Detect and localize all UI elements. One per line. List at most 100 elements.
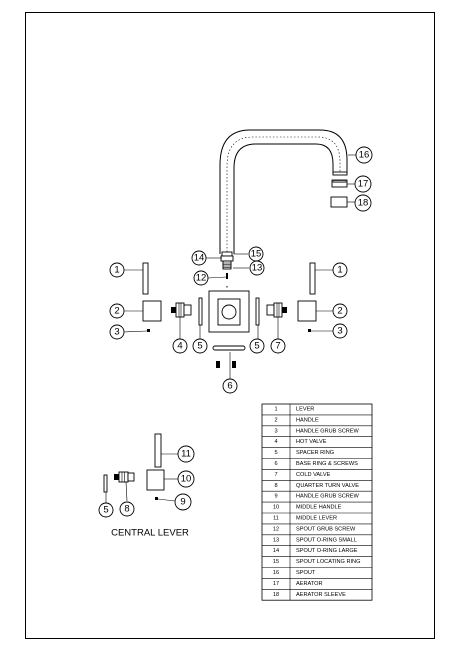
handle-right-part	[297, 300, 317, 322]
quarter-turn-valve-part	[114, 471, 135, 483]
callout-14: 14	[191, 250, 207, 266]
callout-9: 9	[174, 493, 192, 511]
legend-part-number: 5	[274, 450, 277, 456]
callout-17: 17	[354, 175, 372, 193]
callout-18: 18	[354, 194, 372, 212]
callout-13: 13	[249, 260, 265, 276]
hot-valve-part	[171, 302, 192, 318]
spacer-ring-right-part	[255, 297, 260, 326]
legend-part-number: 2	[274, 417, 277, 423]
legend-part-number: 11	[273, 515, 279, 521]
callout-2-right: 2	[332, 303, 348, 319]
legend-part-number: 6	[274, 461, 277, 467]
handle-grub-screw-part	[155, 497, 158, 500]
callout-5-right: 5	[249, 338, 265, 354]
legend-part-name: LEVER	[296, 406, 314, 412]
spout-part	[219, 129, 348, 288]
mixer-body-part	[208, 290, 250, 333]
legend-part-name: MIDDLE HANDLE	[296, 505, 342, 511]
legend-part-number: 17	[273, 581, 279, 587]
svg-text:4: 4	[177, 341, 182, 352]
callout-2-left: 2	[109, 303, 125, 319]
legend-part-name: SPOUT O-RING LARGE	[296, 548, 358, 554]
lever-right-part	[309, 262, 316, 295]
callout-16: 16	[355, 146, 373, 164]
callout-group: 1 2 3 4 5 6 5 7 2 3 1 14 15 13 12 16 17 …	[98, 146, 373, 518]
callout-5-left: 5	[192, 338, 208, 354]
svg-text:3: 3	[114, 327, 119, 338]
svg-text:3: 3	[337, 326, 342, 337]
grub-screw-right-part	[308, 329, 311, 332]
middle-lever-part	[154, 433, 162, 468]
svg-text:7: 7	[275, 341, 280, 352]
legend-part-number: 13	[273, 537, 279, 543]
svg-text:12: 12	[196, 273, 207, 284]
base-ring-part	[212, 345, 246, 368]
lever-left-part	[142, 262, 149, 295]
svg-text:11: 11	[181, 449, 191, 460]
legend-part-number: 7	[274, 472, 277, 478]
callout-6: 6	[222, 378, 238, 394]
legend-part-name: AERATOR SLEEVE	[296, 592, 346, 598]
spacer-ring-left-part	[198, 297, 203, 326]
legend-part-name: HANDLE	[296, 417, 319, 423]
legend-part-name: QUARTER TURN VALVE	[296, 483, 359, 489]
callout-12: 12	[193, 270, 209, 286]
central-lever-caption: CENTRAL LEVER	[111, 528, 189, 539]
svg-text:9: 9	[180, 497, 185, 508]
svg-text:1: 1	[114, 265, 119, 276]
svg-text:5: 5	[254, 341, 259, 352]
aerator-part	[331, 179, 348, 188]
callout-10: 10	[177, 470, 195, 488]
legend-part-number: 8	[274, 483, 277, 489]
callout-7: 7	[270, 338, 286, 354]
legend-part-name: COLD VALVE	[296, 472, 331, 478]
legend-part-name: HANDLE GRUB SCREW	[296, 428, 360, 434]
legend-part-name: AERATOR	[296, 581, 323, 587]
legend-part-name: SPACER RING	[296, 450, 334, 456]
svg-text:13: 13	[252, 263, 263, 274]
svg-text:17: 17	[358, 179, 369, 190]
legend-part-name: BASE RING & SCREWS	[296, 461, 358, 467]
legend-part-name: SPOUT GRUB SCREW	[296, 526, 356, 532]
callout-4: 4	[172, 338, 188, 354]
svg-text:6: 6	[227, 381, 232, 392]
callout-15: 15	[248, 246, 264, 262]
legend-part-name: SPOUT O-RING SMALL	[296, 537, 357, 543]
svg-text:18: 18	[358, 198, 369, 209]
callout-1-left: 1	[109, 262, 125, 278]
legend-part-number: 14	[273, 548, 279, 554]
legend-part-number: 18	[273, 592, 279, 598]
legend-part-name: SPOUT	[296, 570, 316, 576]
drawing-border	[25, 12, 435, 639]
legend-part-number: 9	[274, 494, 277, 500]
legend-part-name: HANDLE GRUB SCREW	[296, 494, 360, 500]
callout-5-central: 5	[98, 502, 114, 518]
svg-text:10: 10	[181, 474, 192, 485]
legend-part-name: SPOUT LOCATING RING	[296, 559, 360, 565]
aerator-sleeve-part	[330, 196, 348, 208]
legend-part-number: 4	[274, 439, 277, 445]
legend-part-number: 1	[274, 406, 277, 412]
svg-text:5: 5	[197, 341, 202, 352]
legend-part-name: MIDDLE LEVER	[296, 515, 337, 521]
middle-handle-part	[146, 469, 165, 491]
svg-text:2: 2	[114, 306, 119, 317]
svg-text:1: 1	[337, 265, 342, 276]
handle-left-part	[142, 300, 162, 322]
spacer-ring-central-part	[103, 474, 108, 493]
legend-part-number: 3	[274, 428, 277, 434]
callout-1-right: 1	[332, 262, 348, 278]
grub-screw-left-part	[147, 329, 150, 332]
svg-text:15: 15	[251, 249, 262, 260]
svg-text:16: 16	[359, 150, 370, 161]
legend-part-number: 16	[273, 570, 279, 576]
svg-text:2: 2	[337, 306, 342, 317]
callout-11: 11	[177, 445, 195, 463]
legend-part-name: HOT VALVE	[296, 439, 327, 445]
cold-valve-part	[266, 302, 287, 318]
leader-lines	[105, 154, 356, 503]
svg-text:5: 5	[103, 505, 108, 516]
